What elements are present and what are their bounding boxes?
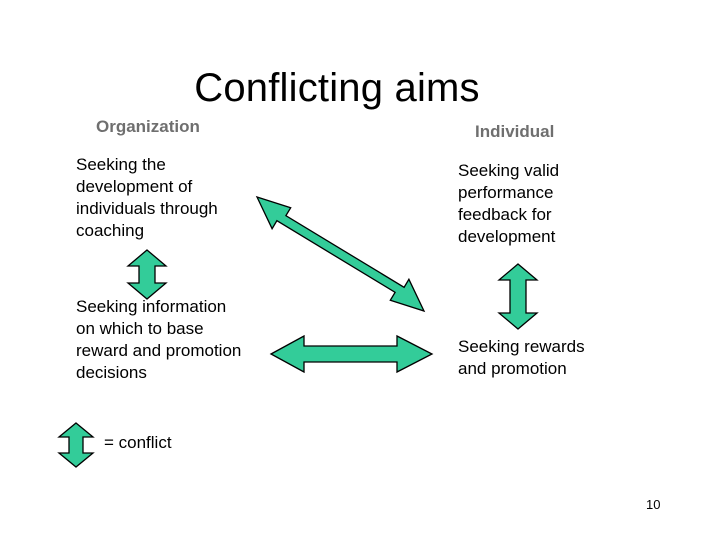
organization-heading: Organization — [96, 117, 200, 136]
legend-conflict-icon — [57, 422, 95, 468]
individual-feedback-text: Seeking valid performance feedback for d… — [458, 161, 560, 246]
individual-heading: Individual — [475, 122, 555, 141]
slide-title: Conflicting aims — [194, 66, 480, 110]
org-development-text: Seeking the development of individuals t… — [76, 155, 218, 240]
slide-number: 10 — [646, 497, 661, 512]
conflict-arrow-individual-vertical — [497, 263, 539, 330]
conflict-arrow-diagonal — [255, 195, 426, 313]
legend-label: = conflict — [104, 433, 172, 452]
individual-rewards-text: Seeking rewards and promotion — [458, 337, 585, 378]
org-information-text: Seeking information on which to base rew… — [76, 297, 242, 382]
conflict-arrow-horizontal — [269, 334, 434, 374]
conflict-arrow-org-vertical — [126, 249, 168, 300]
